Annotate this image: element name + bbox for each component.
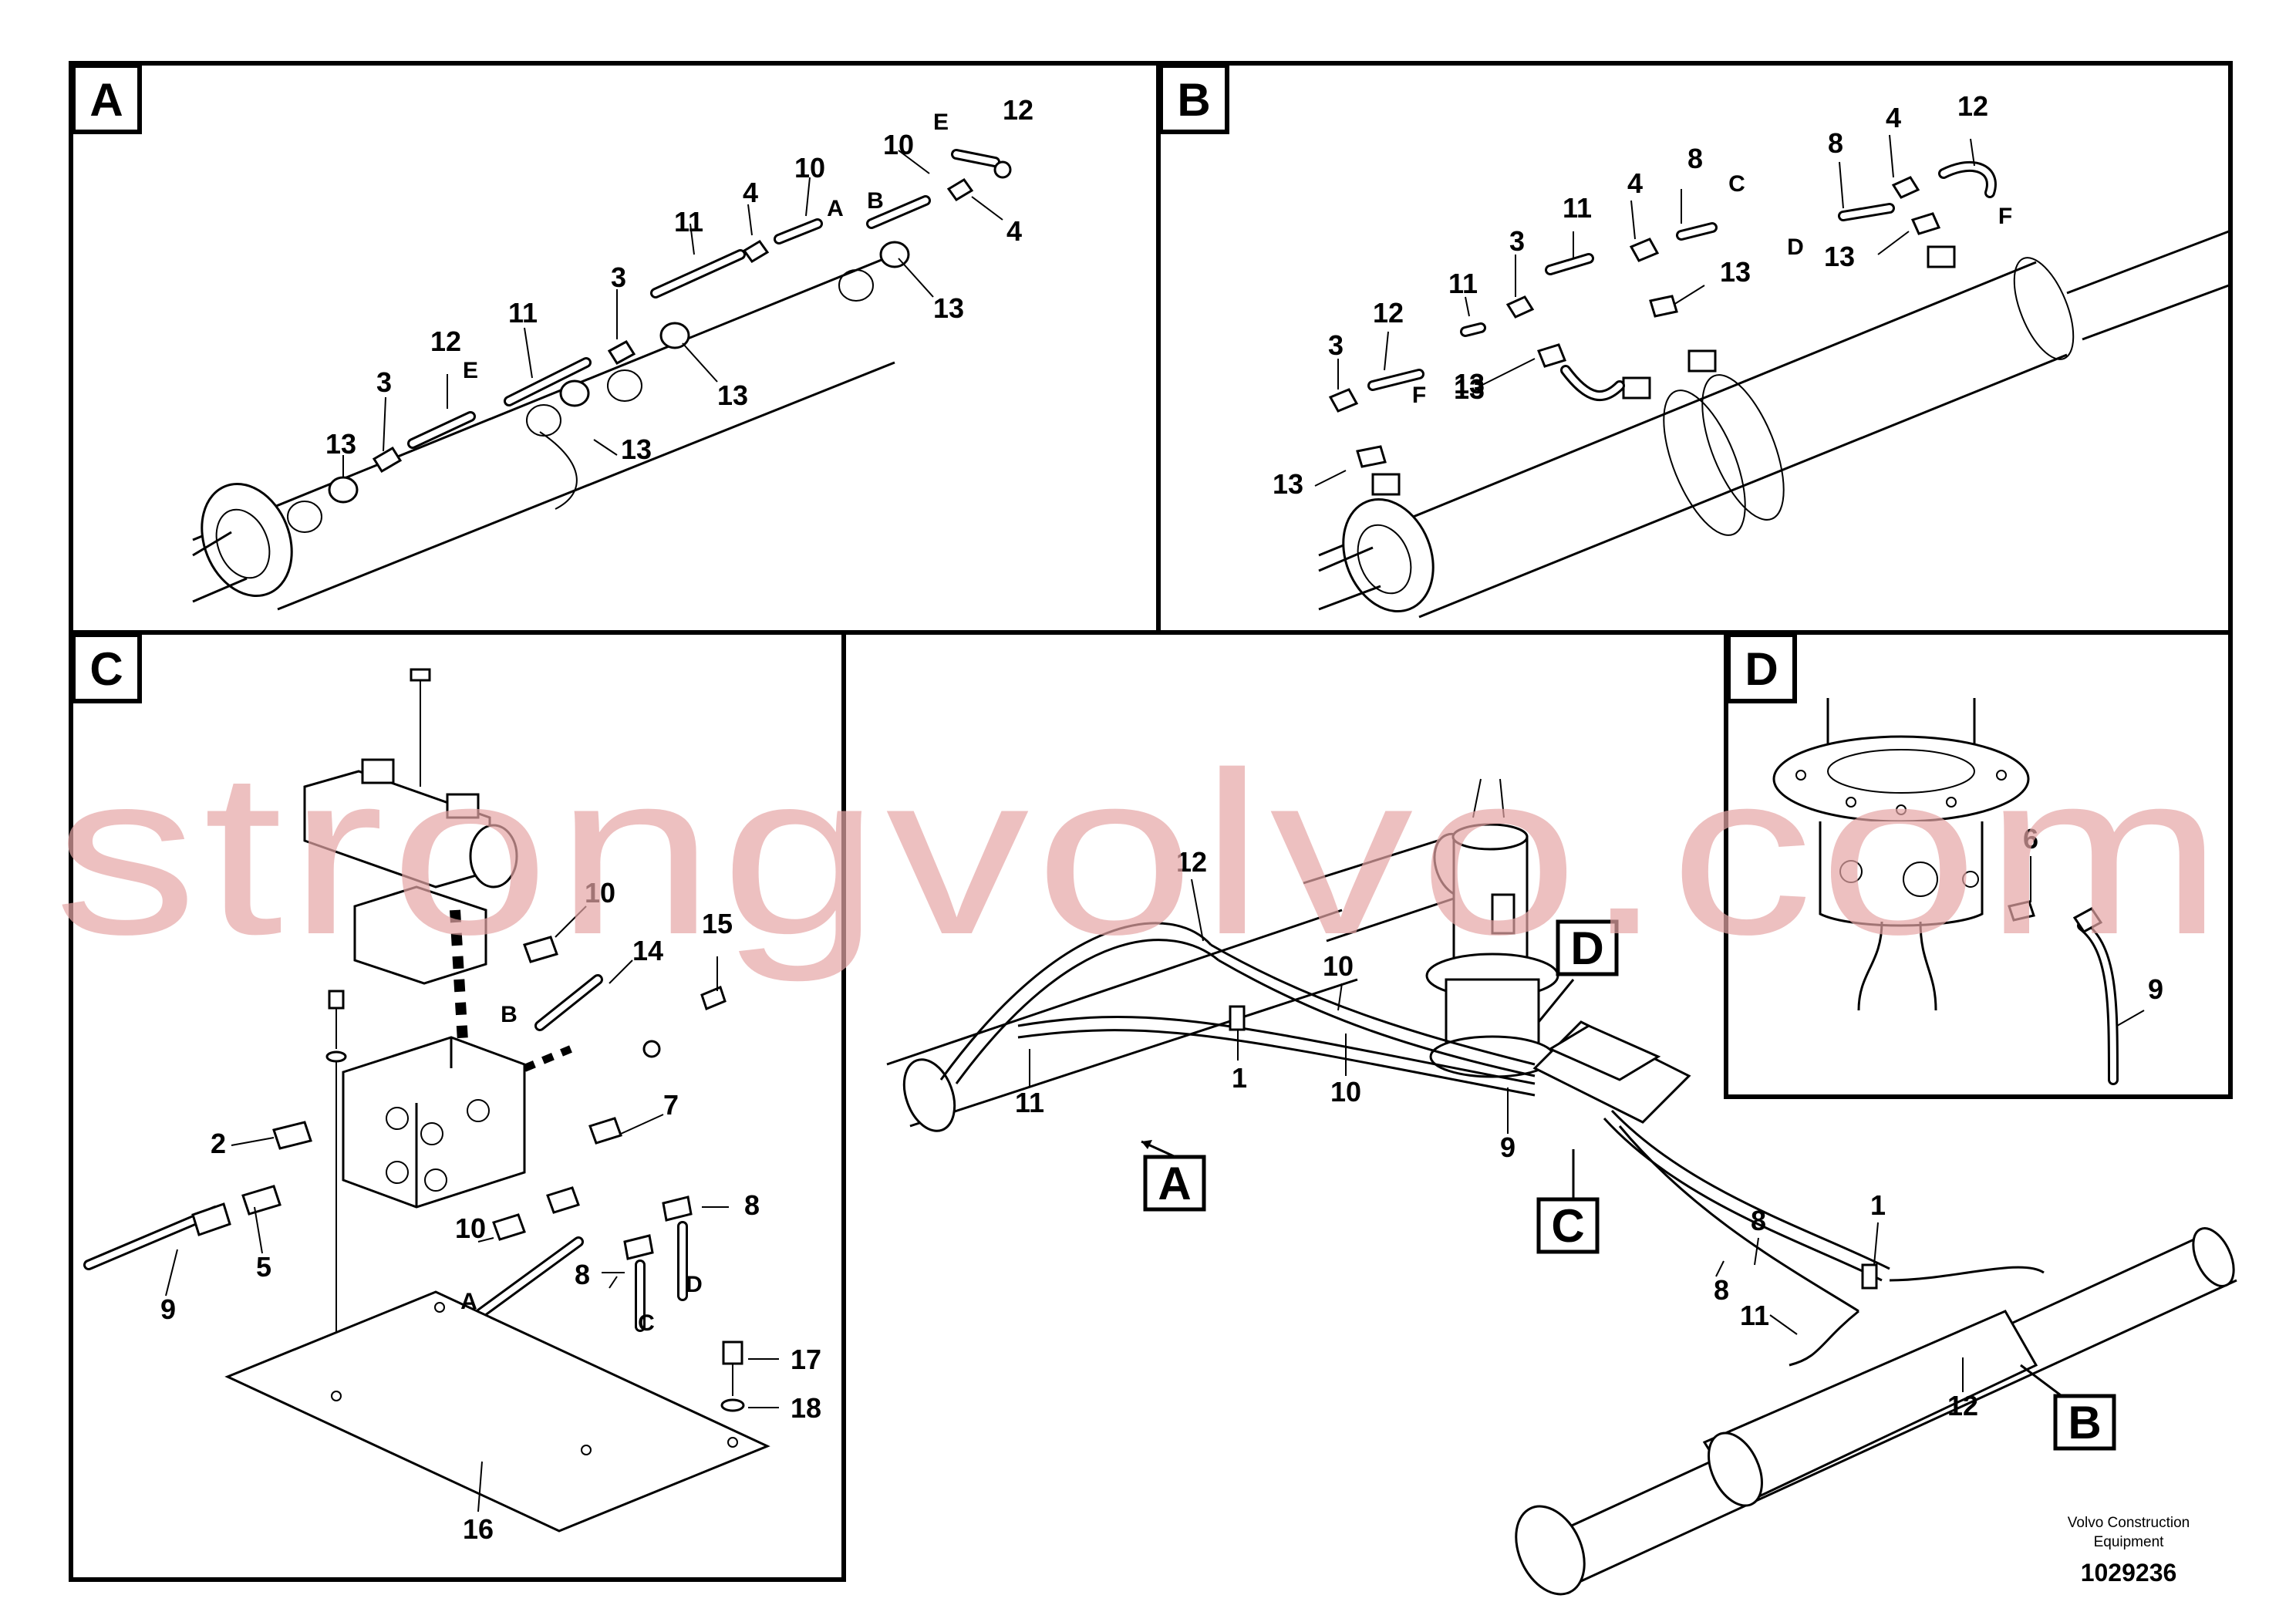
- callout: 17: [791, 1344, 821, 1375]
- callout: 3: [1509, 225, 1525, 257]
- callout: 6: [2023, 823, 2038, 855]
- callout: 11: [1740, 1300, 1769, 1331]
- callout: 8: [1828, 127, 1843, 159]
- callout: 8: [1714, 1274, 1729, 1306]
- panel-a-callouts: 13 3 12 E 11 13 3 13 11 4 10 A B 10 E 12…: [325, 94, 1033, 465]
- callout: 3: [611, 261, 626, 293]
- company-line-2: Equipment: [2094, 1534, 2165, 1550]
- panel-c-label: C: [71, 632, 142, 703]
- callout: 13: [325, 428, 356, 460]
- callout: 12: [1957, 90, 1988, 122]
- callout: D: [686, 1272, 703, 1297]
- callout: 11: [1015, 1087, 1044, 1118]
- callout: 13: [621, 433, 652, 465]
- view-tag-c: C: [1551, 1200, 1584, 1252]
- view-tag-a: A: [1158, 1158, 1191, 1209]
- callout: 9: [2148, 973, 2163, 1005]
- callout: 10: [794, 152, 825, 184]
- panel-d-drawing: [1772, 698, 2145, 1085]
- callout: 10: [455, 1212, 486, 1244]
- footer: Volvo Construction Equipment 1029236: [2068, 1515, 2190, 1587]
- callout: F: [1412, 383, 1426, 408]
- callout: B: [867, 188, 884, 214]
- callout: 3: [376, 366, 392, 398]
- callout: 12: [1373, 297, 1404, 329]
- callout: E: [463, 358, 478, 383]
- callout: 4: [1006, 215, 1022, 247]
- callout: 13: [1273, 468, 1303, 500]
- callout: 11: [674, 206, 703, 238]
- panel-b-callouts: 3 12 F 13 13 11 3 13 11 4 8 C 13 8 4 12 …: [1273, 90, 2012, 500]
- callout: 8: [744, 1189, 760, 1221]
- svg-text:C: C: [89, 643, 123, 695]
- panel-a-label: A: [71, 63, 142, 134]
- panel-c-drawing: [83, 668, 779, 1533]
- overview-view-tags: A C D B: [1143, 919, 2116, 1451]
- callout: 1: [1232, 1062, 1247, 1094]
- panel-a-drawing: [192, 149, 1012, 611]
- callout: C: [638, 1310, 655, 1336]
- svg-text:B: B: [1177, 74, 1210, 126]
- svg-text:A: A: [89, 74, 123, 126]
- company-line-1: Volvo Construction: [2068, 1515, 2190, 1531]
- view-tag-d: D: [1570, 922, 1603, 974]
- callout: 12: [1947, 1390, 1978, 1421]
- svg-text:D: D: [1745, 643, 1778, 695]
- callout: 4: [743, 177, 758, 208]
- callout: 13: [1824, 241, 1855, 272]
- callout: 11: [1448, 268, 1478, 299]
- callout: 10: [883, 129, 914, 160]
- panel-b-label: B: [1158, 63, 1229, 134]
- callout: 4: [1886, 102, 1901, 133]
- overview-callouts: 12 10 11 1 10 9 8 8 1 11 12: [1015, 846, 1978, 1421]
- callout: C: [1728, 171, 1745, 197]
- callout: 13: [1454, 368, 1485, 400]
- panel-c-frame: [69, 630, 846, 1582]
- panel-c-callouts: 10 14 15 B 7 2 5 9 10 A 8 C 8 D 17 18 16: [160, 877, 821, 1545]
- callout: 7: [663, 1089, 679, 1121]
- view-tag-b: B: [2068, 1397, 2101, 1448]
- panel-d-frame: [1724, 630, 2233, 1099]
- callout: 12: [430, 325, 461, 357]
- callout: 4: [1627, 167, 1643, 199]
- callout: 12: [1176, 846, 1207, 878]
- panel-b-frame: [1156, 61, 2233, 635]
- callout: 10: [1330, 1076, 1361, 1108]
- callout: 16: [463, 1513, 494, 1545]
- callout: F: [1998, 204, 2012, 229]
- callout: 18: [791, 1392, 821, 1424]
- callout: 10: [1323, 950, 1354, 982]
- callout: 11: [508, 297, 538, 329]
- callout: 2: [211, 1128, 226, 1159]
- watermark: strongvolvo.com: [54, 723, 2229, 984]
- callout: 1: [1870, 1189, 1886, 1221]
- callout: A: [460, 1289, 477, 1314]
- callout: B: [501, 1002, 518, 1027]
- panel-b-drawing: [1314, 134, 2230, 619]
- callout: D: [1787, 234, 1804, 260]
- overview-drawing: [886, 778, 2237, 1596]
- callout: 11: [1563, 192, 1592, 224]
- callout: 15: [702, 908, 733, 939]
- drawing-number: 1029236: [2081, 1559, 2177, 1587]
- callout: 8: [575, 1259, 590, 1290]
- callout: 3: [1328, 329, 1344, 361]
- callout: 10: [585, 877, 615, 909]
- panel-d-label: D: [1726, 632, 1797, 703]
- callout: 13: [1454, 373, 1485, 405]
- callout: 8: [1751, 1205, 1766, 1236]
- callout: 12: [1003, 94, 1033, 126]
- callout: 13: [933, 292, 964, 324]
- callout: E: [933, 110, 949, 135]
- callout: 9: [160, 1293, 176, 1325]
- callout: 14: [632, 935, 663, 966]
- callout: A: [827, 196, 844, 221]
- callout: 8: [1687, 143, 1703, 174]
- callout: 13: [717, 379, 748, 411]
- callout: 9: [1500, 1131, 1515, 1163]
- callout: 5: [256, 1251, 271, 1283]
- callout: 13: [1720, 256, 1751, 288]
- panel-d-callouts: 6 9: [2023, 823, 2163, 1005]
